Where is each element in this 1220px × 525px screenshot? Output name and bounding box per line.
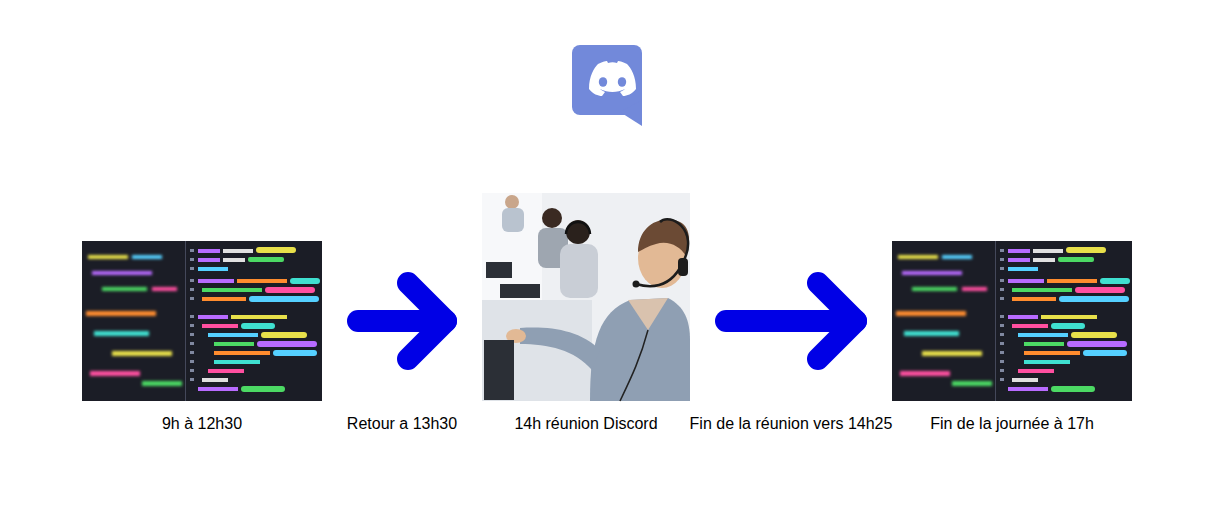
node-caption: Fin de la journée à 17h bbox=[928, 414, 1096, 433]
logo-eye bbox=[618, 77, 626, 87]
logo-tail bbox=[620, 100, 642, 126]
picture-node: 14h réunion Discord bbox=[482, 193, 690, 401]
flow-arrow bbox=[358, 283, 446, 359]
arrow-head bbox=[408, 283, 446, 359]
code-screenshot bbox=[892, 241, 1132, 401]
code-screenshot bbox=[82, 241, 322, 401]
discord-logo bbox=[572, 45, 642, 126]
arrow-head bbox=[818, 283, 856, 359]
callcenter-photo bbox=[482, 193, 690, 401]
edge-label: Fin de la réunion vers 14h25 bbox=[688, 414, 895, 433]
flow-arrow bbox=[726, 283, 856, 359]
logo-square bbox=[572, 45, 642, 115]
node-caption: 14h réunion Discord bbox=[512, 414, 659, 433]
picture-node: Fin de la journée à 17h bbox=[892, 241, 1132, 401]
node-caption: 9h à 12h30 bbox=[160, 414, 244, 433]
picture-node: 9h à 12h30 bbox=[82, 241, 322, 401]
logo-eye bbox=[599, 77, 607, 87]
logo-face bbox=[589, 61, 636, 96]
edge-label: Retour a 13h30 bbox=[345, 414, 459, 433]
